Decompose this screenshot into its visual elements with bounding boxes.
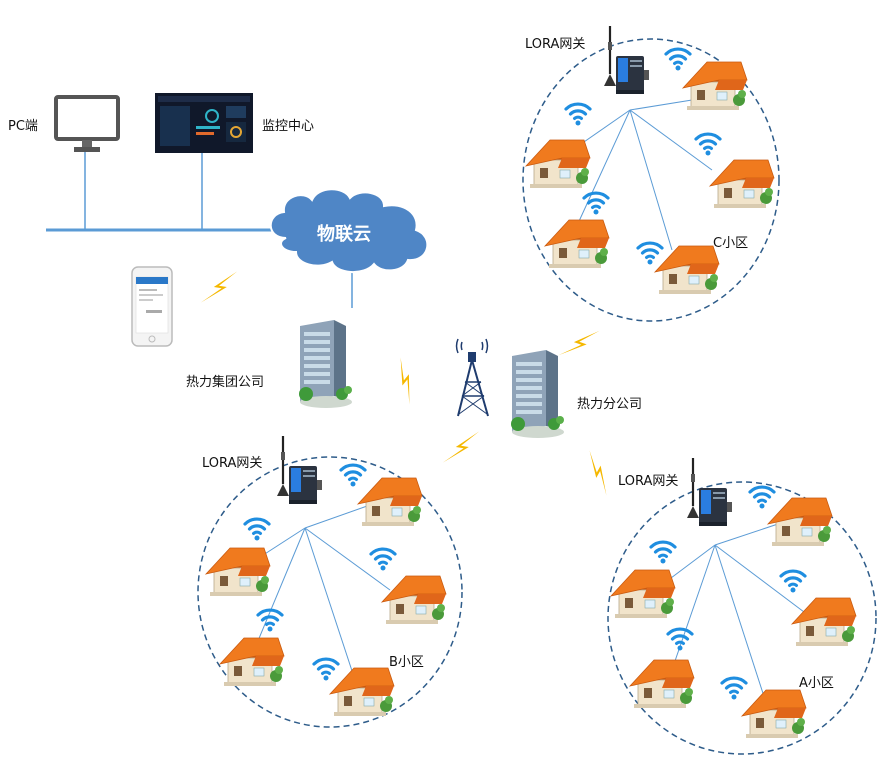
- house-icon: [741, 689, 807, 739]
- house-icon: [629, 659, 695, 709]
- wifi-icon: [720, 676, 748, 702]
- house-icon: [205, 547, 271, 597]
- district-c-label: C小区: [713, 236, 749, 251]
- wifi-icon: [666, 627, 694, 653]
- wifi-icon: [582, 191, 610, 217]
- wifi-icon: [369, 547, 397, 573]
- house-icon: [610, 569, 676, 619]
- house-icon: [709, 159, 775, 209]
- wifi-icon: [312, 657, 340, 683]
- lightning-b-icon: [442, 431, 480, 463]
- lora-gateway-icon: [685, 456, 734, 528]
- house-icon: [219, 637, 285, 687]
- pc-label: PC端: [8, 119, 38, 134]
- wifi-icon: [694, 132, 722, 158]
- wifi-icon: [243, 517, 271, 543]
- district-b: [197, 434, 463, 728]
- wifi-icon: [636, 241, 664, 267]
- gateway-label-b: LORA网关: [202, 456, 263, 471]
- house-icon: [544, 219, 610, 269]
- monitor-center-screen: [155, 93, 253, 153]
- house-icon: [381, 575, 447, 625]
- branch-company-label: 热力分公司: [577, 397, 643, 412]
- phone-icon: [131, 266, 173, 347]
- lightning-c-icon: [558, 324, 600, 362]
- house-icon: [357, 477, 423, 527]
- wifi-icon: [564, 102, 592, 128]
- lightning-phone-icon: [200, 271, 238, 303]
- pc-icon: [54, 95, 120, 152]
- group-company-building-icon: [299, 320, 352, 408]
- district-b-label: B小区: [389, 655, 424, 670]
- lora-gateway-icon: [275, 434, 324, 506]
- wifi-icon: [779, 569, 807, 595]
- lightning-group-icon: [382, 357, 428, 405]
- district-a-label: A小区: [799, 676, 834, 691]
- house-icon: [791, 597, 857, 647]
- wifi-icon: [748, 485, 776, 511]
- district-a: [607, 456, 877, 755]
- house-icon: [525, 139, 591, 189]
- house-icon: [682, 61, 748, 111]
- monitor-center-label: 监控中心: [262, 119, 315, 134]
- lightning-a-icon: [577, 450, 619, 496]
- gateway-label-a: LORA网关: [618, 474, 679, 489]
- house-icon: [329, 667, 395, 717]
- group-company-label: 热力集团公司: [186, 375, 265, 390]
- wifi-icon: [664, 47, 692, 73]
- branch-company-building-icon: [511, 350, 564, 438]
- house-icon: [654, 245, 720, 295]
- wifi-icon: [649, 540, 677, 566]
- signal-tower-icon: [455, 338, 489, 417]
- cloud-label: 物联云: [317, 223, 371, 245]
- cloud-icon: [269, 188, 429, 273]
- wifi-icon: [339, 463, 367, 489]
- house-icon: [767, 497, 833, 547]
- gateway-label-c: LORA网关: [525, 37, 586, 52]
- district-c: [522, 24, 780, 322]
- lora-gateway-icon: [602, 24, 651, 96]
